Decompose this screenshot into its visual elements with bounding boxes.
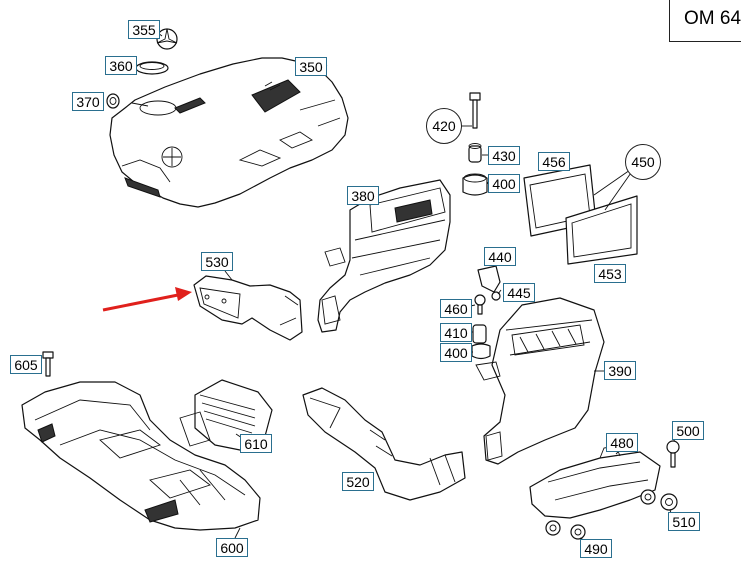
part-530-intake-duct — [193, 275, 303, 341]
callout-450: 450 — [625, 144, 661, 180]
callout-400-top: 400 — [488, 174, 520, 193]
part-430-bushing — [468, 143, 482, 163]
part-380-intake-housing — [317, 179, 451, 333]
callout-440: 440 — [484, 247, 516, 266]
model-code-label: OM 64 — [669, 0, 741, 42]
part-410-bushing — [472, 324, 487, 344]
callout-445: 445 — [503, 283, 535, 302]
callout-360: 360 — [105, 56, 137, 75]
callout-520: 520 — [342, 472, 374, 491]
part-453-filter-element — [565, 195, 638, 265]
part-480-bracket — [529, 445, 661, 519]
part-350-engine-cover — [109, 57, 349, 208]
callout-420: 420 — [426, 108, 462, 144]
part-420-bolt — [469, 92, 481, 129]
callout-605: 605 — [10, 355, 42, 374]
callout-370: 370 — [72, 92, 104, 111]
part-500-screw — [666, 440, 680, 468]
callout-410: 410 — [440, 323, 472, 342]
callout-350: 350 — [295, 57, 327, 76]
part-400-grommet-top — [462, 173, 488, 196]
callout-390: 390 — [604, 361, 636, 380]
callout-610: 610 — [240, 434, 272, 453]
part-510-grommet — [660, 493, 678, 511]
callout-530: 530 — [201, 252, 233, 271]
callout-500: 500 — [672, 421, 704, 440]
part-370-grommet — [106, 93, 120, 109]
part-460-screw — [474, 294, 486, 315]
callout-490: 490 — [580, 539, 612, 558]
callout-460: 460 — [440, 299, 472, 318]
callout-430: 430 — [488, 146, 520, 165]
callout-380: 380 — [347, 186, 379, 205]
callout-450-text: 450 — [631, 154, 655, 170]
callout-355: 355 — [128, 20, 160, 39]
callout-600: 600 — [216, 538, 248, 557]
callout-420-text: 420 — [432, 118, 456, 134]
part-490-mounts — [545, 489, 656, 540]
part-605-screw — [42, 351, 54, 377]
part-360-cap — [135, 61, 169, 75]
pointer-arrow — [102, 287, 192, 312]
part-600-underbody-panel — [21, 381, 261, 531]
callout-453: 453 — [594, 264, 626, 283]
callout-400-lower: 400 — [440, 343, 472, 362]
part-355-emblem — [156, 28, 178, 50]
callout-510: 510 — [668, 512, 700, 531]
callout-456: 456 — [538, 152, 570, 171]
part-440-clip — [477, 265, 501, 293]
part-390-filter-housing — [475, 297, 605, 465]
callout-480: 480 — [606, 433, 638, 452]
part-520-intake-hose — [302, 387, 466, 501]
part-610-resonator — [179, 379, 273, 451]
part-400-grommet-lower — [471, 343, 491, 360]
